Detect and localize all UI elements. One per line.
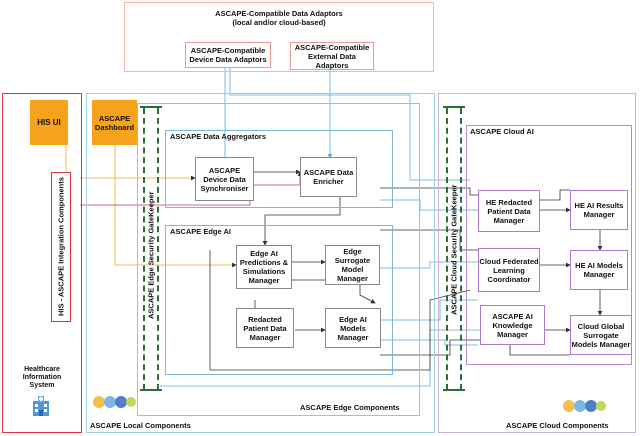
he-ai-results-box: HE AI Results Manager — [570, 190, 628, 230]
edge-surrogate-model-label: Edge Surrogate Model Manager — [334, 247, 371, 283]
edge-gatekeeper-label: ASCAPE Edge Security GateKeeper — [146, 191, 156, 319]
data-enricher-box: ASCAPE Data Enricher — [300, 157, 357, 197]
edge-ai-title: ASCAPE Edge AI — [170, 227, 231, 236]
cloud-gatekeeper-box — [446, 108, 462, 390]
ascape-dashboard-label: ASCAPE Dashboard — [94, 113, 135, 132]
his-integration-box — [51, 172, 71, 322]
his-ui-label: HIS UI — [37, 117, 61, 127]
redacted-patient-data-box: Redacted Patient Data Manager — [236, 308, 294, 348]
he-ai-results-label: HE AI Results Manager — [574, 201, 624, 219]
ascape-logo-cloud — [562, 397, 606, 415]
cloud-global-surrogate-label: Cloud Global Surrogate Models Manager — [571, 321, 631, 349]
predictions-simulations-label: Edge AI Predictions & Simulations Manage… — [239, 249, 289, 285]
data-aggregators-title: ASCAPE Data Aggregators — [170, 132, 266, 141]
his-integration-label: HIS - ASCAPE Integration Components — [56, 177, 66, 317]
edge-ai-panel — [165, 225, 393, 375]
edge-gatekeeper-cap-top — [140, 106, 162, 108]
cloud-components-label: ASCAPE Cloud Components — [506, 421, 609, 430]
cloud-gatekeeper-cap-bottom — [443, 389, 465, 391]
adaptors-title: ASCAPE-Compatible Data Adaptors (local a… — [124, 9, 434, 27]
he-ai-models-label: HE AI Models Manager — [575, 261, 623, 279]
edge-gatekeeper-box — [143, 108, 159, 390]
redacted-patient-data-label: Redacted Patient Data Manager — [243, 314, 287, 342]
he-ai-models-box: HE AI Models Manager — [570, 250, 628, 290]
adaptors-title-line2: (local and/or cloud-based) — [232, 17, 326, 27]
data-enricher-label: ASCAPE Data Enricher — [303, 168, 354, 186]
edge-components-panel — [137, 103, 420, 416]
his-system-label: Healthcare Information System — [22, 366, 62, 390]
edge-ai-models-label: Edge AI Models Manager — [337, 314, 369, 342]
ascape-dashboard-box: ASCAPE Dashboard — [92, 100, 137, 145]
adaptors-title-line1: ASCAPE-Compatible Data Adaptors — [215, 9, 343, 18]
adaptors-panel — [124, 2, 434, 72]
edge-surrogate-model-box: Edge Surrogate Model Manager — [325, 245, 380, 285]
ascape-logo-edge — [92, 393, 136, 411]
his-panel — [2, 93, 82, 433]
his-ui-box: HIS UI — [30, 100, 68, 145]
hospital-icon — [30, 395, 52, 417]
predictions-simulations-box: Edge AI Predictions & Simulations Manage… — [236, 245, 292, 289]
device-data-synchroniser-label: ASCAPE Device Data Synchroniser — [200, 165, 249, 193]
external-data-adaptors-label: ASCAPE-Compatible External Data Adaptors — [294, 42, 370, 70]
cloud-gatekeeper-cap-top — [443, 106, 465, 108]
cloud-components-panel — [438, 93, 636, 433]
cloud-ai-title: ASCAPE Cloud AI — [470, 127, 534, 136]
cloud-ai-panel — [466, 125, 632, 365]
device-data-adaptors-label: ASCAPE-Compatible Device Data Adaptors — [189, 46, 267, 64]
cloud-gatekeeper-label: ASCAPE Cloud Security GateKeeper — [449, 184, 459, 316]
device-data-adaptors-box: ASCAPE-Compatible Device Data Adaptors — [185, 42, 271, 68]
ai-knowledge-manager-label: ASCAPE AI Knowledge Manager — [492, 311, 533, 339]
edge-gatekeeper-cap-bottom — [140, 389, 162, 391]
he-redacted-patient-data-box: HE Redacted Patient Data Manager — [478, 190, 540, 232]
device-data-synchroniser-box: ASCAPE Device Data Synchroniser — [195, 157, 254, 201]
cloud-federated-learning-box: Cloud Federated Learning Coordinator — [478, 248, 540, 292]
edge-components-label: ASCAPE Edge Components — [300, 403, 400, 412]
external-data-adaptors-box: ASCAPE-Compatible External Data Adaptors — [290, 42, 374, 70]
ai-knowledge-manager-box: ASCAPE AI Knowledge Manager — [480, 305, 545, 345]
edge-ai-models-box: Edge AI Models Manager — [325, 308, 381, 348]
cloud-global-surrogate-box: Cloud Global Surrogate Models Manager — [570, 315, 632, 355]
cloud-federated-learning-label: Cloud Federated Learning Coordinator — [479, 256, 539, 284]
local-components-label: ASCAPE Local Components — [90, 421, 191, 430]
he-redacted-patient-data-label: HE Redacted Patient Data Manager — [485, 197, 533, 225]
local-components-panel — [86, 93, 435, 433]
data-aggregators-panel — [165, 130, 393, 208]
